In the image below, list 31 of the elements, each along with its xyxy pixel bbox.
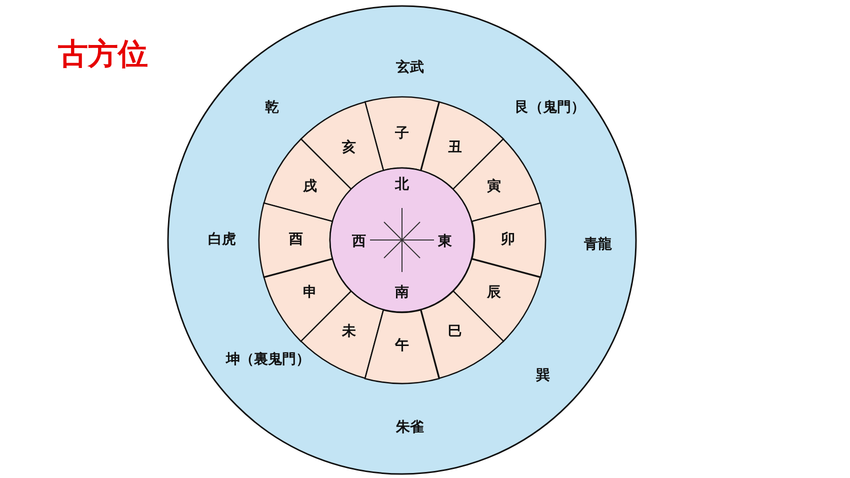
ring-sector bbox=[259, 202, 332, 277]
ring-label: 白虎 bbox=[208, 232, 236, 248]
direction-label: 東 bbox=[438, 234, 452, 250]
direction-label: 南 bbox=[395, 284, 409, 302]
ring-label: 青龍 bbox=[584, 236, 612, 254]
branch-label: 巳 bbox=[448, 323, 462, 340]
branch-label: 午 bbox=[394, 338, 409, 354]
ring-label: 朱雀 bbox=[396, 420, 424, 436]
ring-label: 坤（裏鬼門） bbox=[226, 352, 310, 368]
ring-label: 巽 bbox=[536, 368, 550, 384]
branch-label: 子 bbox=[394, 126, 409, 142]
branch-label: 酉 bbox=[289, 232, 303, 248]
ring-sector bbox=[364, 97, 439, 170]
branch-label: 亥 bbox=[342, 140, 356, 157]
branch-label: 辰 bbox=[486, 284, 501, 302]
branch-label: 寅 bbox=[486, 178, 501, 196]
branch-label: 未 bbox=[342, 323, 356, 340]
outer-ring bbox=[167, 5, 637, 475]
inner-circle bbox=[330, 168, 474, 312]
ring-sector bbox=[472, 202, 545, 277]
ring-label: 乾 bbox=[265, 100, 279, 116]
direction-label: 北 bbox=[395, 176, 409, 194]
ring-label: 玄武 bbox=[396, 60, 424, 76]
direction-label: 西 bbox=[352, 234, 366, 250]
branch-label: 卯 bbox=[500, 232, 515, 248]
ring-sector bbox=[364, 310, 439, 383]
ring-label: 艮（鬼門） bbox=[515, 100, 585, 116]
branch-label: 申 bbox=[303, 284, 318, 302]
branch-label: 戌 bbox=[303, 178, 318, 196]
branch-label: 丑 bbox=[448, 140, 462, 157]
title: 古方位 bbox=[58, 38, 148, 71]
